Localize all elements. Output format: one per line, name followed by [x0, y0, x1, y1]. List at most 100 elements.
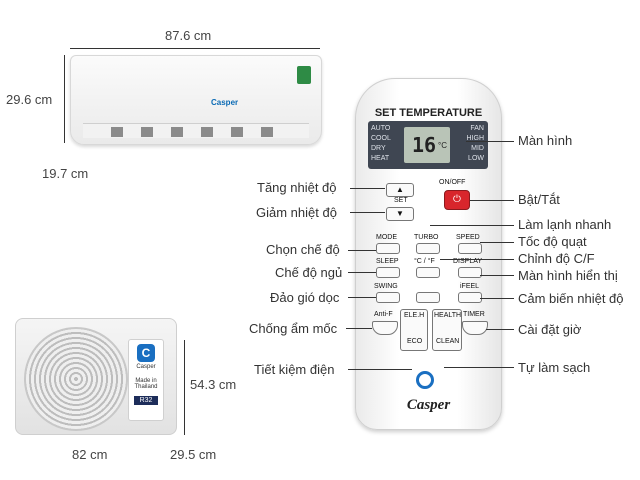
timer-label: TIMER: [463, 311, 485, 318]
anti-f-label: Anti-F: [374, 311, 393, 318]
callout-cai-dat-gio: Cài đặt giờ: [518, 322, 582, 337]
anti-f-button[interactable]: [372, 321, 398, 335]
callout-che-do-ngu: Chế độ ngủ: [275, 265, 343, 280]
callout-giam-nhiet-do: Giảm nhiệt độ: [256, 205, 337, 220]
callout-line: [430, 225, 514, 226]
mode-label: MODE: [376, 234, 397, 241]
callout-line: [480, 298, 514, 299]
swing-label: SWING: [374, 283, 398, 290]
callout-line: [470, 200, 514, 201]
callout-dao-gio-doc: Đảo gió dọc: [270, 290, 340, 305]
outdoor-badge: C Casper Made in Thailand R32: [128, 339, 164, 421]
mode-auto: AUTO: [371, 125, 391, 132]
eleh-label: ELE.H: [404, 312, 425, 319]
callout-line: [348, 250, 376, 251]
fan-mid: MID: [471, 145, 484, 152]
badge-brand: Casper: [136, 364, 156, 370]
health-label: HEALTH: [434, 312, 462, 319]
callout-tiet-kiem-dien: Tiết kiệm điện: [254, 362, 335, 377]
energy-sticker: [297, 66, 311, 84]
set-temperature-header: SET TEMPERATURE: [374, 107, 483, 119]
vent-slat: [141, 127, 153, 137]
indoor-width-label: 87.6 cm: [165, 28, 212, 43]
fan-low: LOW: [468, 155, 484, 162]
callout-line: [486, 329, 514, 330]
speed-button[interactable]: [458, 243, 482, 254]
set-label: SET: [394, 197, 408, 204]
lcd-display: 16 °C: [404, 127, 450, 163]
power-button[interactable]: ⏻: [444, 190, 470, 210]
swing-button[interactable]: [376, 292, 400, 303]
mode-cool: COOL: [371, 135, 391, 142]
indoor-vent: [83, 123, 309, 138]
display-label: DISPLAY: [453, 258, 483, 265]
callout-line: [348, 272, 376, 273]
outdoor-height-label: 54.3 cm: [190, 377, 237, 392]
callout-line: [466, 141, 514, 142]
indoor-height-label: 29.6 cm: [6, 92, 53, 107]
made-in-label: Made in Thailand: [134, 378, 158, 390]
outdoor-depth-label: 29.5 cm: [170, 447, 217, 462]
callout-chinh-do: Chỉnh độ C/F: [518, 251, 595, 266]
sleep-button[interactable]: [376, 267, 400, 278]
power-icon: ⏻: [453, 194, 461, 205]
fan-speed-list: FAN HIGH MID LOW: [467, 124, 485, 164]
callout-line: [348, 297, 376, 298]
ifeel-button[interactable]: [458, 292, 482, 303]
arrow-down-icon: ▼: [396, 209, 404, 218]
callout-chong-am-moc: Chống ẩm mốc: [249, 321, 338, 336]
remote-control: SET TEMPERATURE AUTO COOL DRY HEAT 16 °C…: [355, 78, 502, 430]
eleh-eco-button[interactable]: ELE.H ECO: [400, 309, 428, 351]
arrow-up-icon: ▲: [396, 185, 404, 194]
temp-up-button[interactable]: ▲: [386, 183, 414, 197]
mode-dry: DRY: [371, 145, 386, 152]
vent-slat: [171, 127, 183, 137]
health-clean-button[interactable]: HEALTH CLEAN: [432, 309, 462, 351]
vent-slat: [111, 127, 123, 137]
fan-grille-icon: [24, 327, 128, 431]
callout-lam-lanh-nhanh: Làm lạnh nhanh: [518, 217, 612, 232]
callout-line: [350, 212, 385, 213]
callout-cam-bien: Cảm biến nhiệt độ: [518, 291, 624, 306]
clean-label: CLEAN: [436, 338, 460, 345]
callout-line: [348, 369, 412, 370]
refrigerant-label: R32: [134, 396, 158, 405]
display-button[interactable]: [458, 267, 482, 278]
temp-down-button[interactable]: ▼: [386, 207, 414, 221]
ifeel-label: iFEEL: [460, 283, 480, 290]
turbo-button[interactable]: [416, 243, 440, 254]
sleep-label: SLEEP: [376, 258, 399, 265]
eco-label: ECO: [407, 338, 423, 345]
indoor-width-line: [70, 48, 320, 49]
callout-man-hinh: Màn hình: [518, 133, 573, 148]
timer-button[interactable]: [462, 321, 488, 335]
temperature-unit: °C: [438, 141, 447, 150]
callout-line: [346, 328, 372, 329]
vent-slat: [261, 127, 273, 137]
indoor-height-line: [64, 55, 65, 143]
callout-line: [350, 188, 385, 189]
remote-brand: Casper: [406, 397, 451, 413]
c-f-label: °C / °F: [414, 258, 435, 265]
vent-slat: [231, 127, 243, 137]
c-f-button[interactable]: [416, 267, 440, 278]
callout-tang-nhiet-do: Tăng nhiệt độ: [257, 180, 337, 195]
remote-screen: AUTO COOL DRY HEAT 16 °C FAN HIGH MID LO…: [368, 121, 488, 169]
callout-man-hinh-hien-thi: Màn hình hiển thị: [518, 268, 618, 283]
on-off-label: ON/OFF: [439, 179, 466, 186]
fan-label: FAN: [470, 125, 484, 132]
mode-button[interactable]: [376, 243, 400, 254]
callout-line: [444, 367, 514, 368]
callout-line: [440, 259, 514, 260]
blank-button[interactable]: [416, 292, 440, 303]
indoor-depth-label: 19.7 cm: [42, 166, 89, 181]
casper-logo-icon: [416, 371, 434, 389]
outdoor-unit: C Casper Made in Thailand R32: [15, 318, 177, 435]
callout-toc-do-quat: Tốc độ quạt: [518, 234, 587, 249]
callout-bat-tat: Bật/Tắt: [518, 192, 560, 207]
mode-list: AUTO COOL DRY HEAT: [371, 124, 391, 164]
indoor-unit: Casper: [70, 55, 322, 145]
casper-logo-icon: C: [137, 344, 155, 362]
outdoor-width-label: 82 cm: [72, 447, 108, 462]
mode-heat: HEAT: [371, 155, 390, 162]
